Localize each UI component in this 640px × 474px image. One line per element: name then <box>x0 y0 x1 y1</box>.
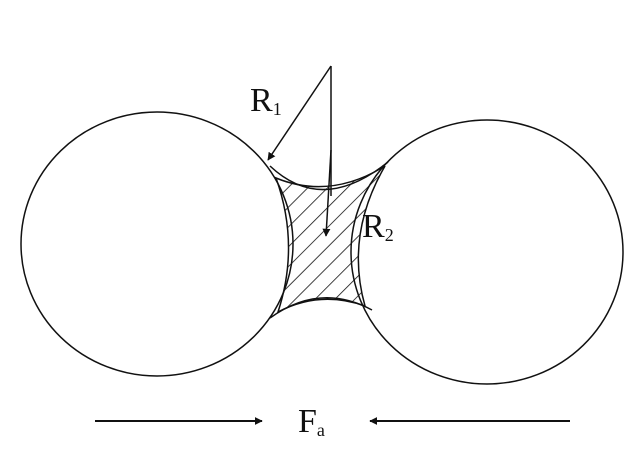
r2-label: R2 <box>362 208 394 245</box>
r2-label-sub: 2 <box>385 225 394 245</box>
right-particle <box>350 119 624 385</box>
r1-label: R1 <box>250 82 282 119</box>
r1-label-main: R <box>250 82 273 119</box>
force-label: Fa <box>298 403 325 440</box>
r1-label-sub: 1 <box>273 99 282 119</box>
left-particle <box>20 111 294 377</box>
force-label-sub: a <box>317 420 325 440</box>
r1-radius-arrow <box>267 65 332 161</box>
lower-meniscus-arc <box>269 297 373 319</box>
r2-radius-arrow <box>322 149 332 237</box>
r2-label-main: R <box>362 208 385 245</box>
upper-meniscus-arc <box>269 161 389 191</box>
force-label-main: F <box>298 403 317 440</box>
